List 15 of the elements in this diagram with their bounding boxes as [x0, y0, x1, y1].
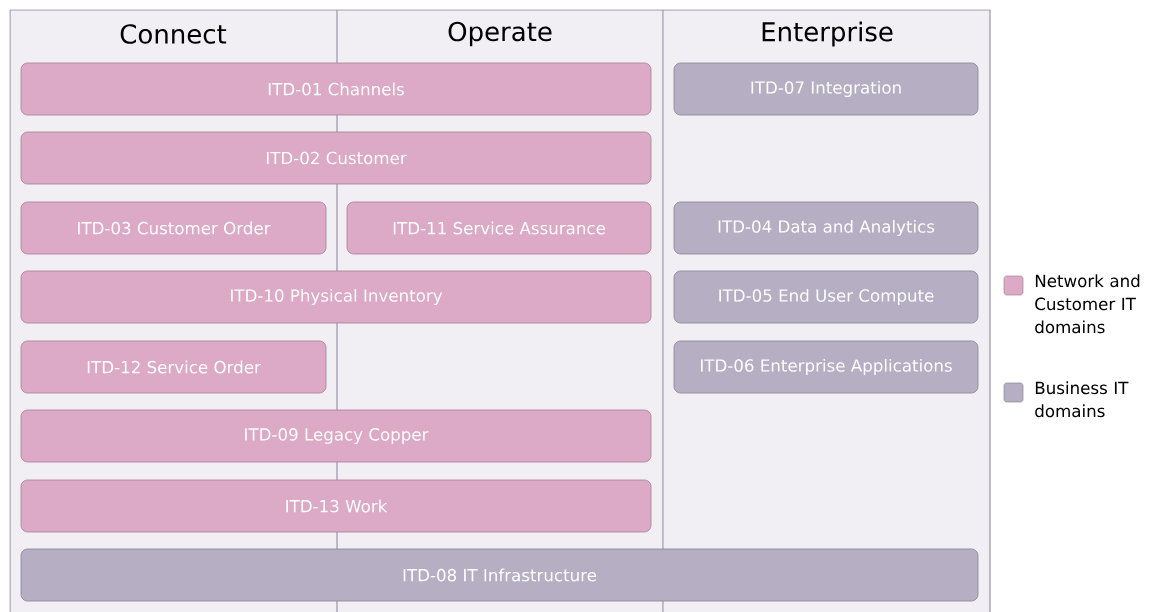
domain-box: ITD-08 IT Infrastructure: [20, 548, 979, 602]
domain-box: ITD-03 Customer Order: [20, 201, 327, 255]
domain-box: ITD-01 Channels: [20, 62, 652, 116]
domain-box: ITD-10 Physical Inventory: [20, 270, 652, 324]
domain-box: ITD-13 Work: [20, 479, 652, 533]
domain-box: ITD-06 Enterprise Applications: [673, 340, 979, 394]
domain-box: ITD-05 End User Compute: [673, 270, 979, 324]
domain-box: ITD-04 Data and Analytics: [673, 201, 979, 255]
domain-box: ITD-11 Service Assurance: [346, 201, 652, 255]
legend-label: Network and Customer IT domains: [1035, 274, 1140, 334]
legend-label: Business IT domains: [1035, 381, 1129, 418]
domain-box: ITD-12 Service Order: [20, 340, 327, 394]
domain-box: ITD-09 Legacy Copper: [20, 409, 652, 463]
domain-box: ITD-07 Integration: [673, 62, 979, 116]
domain-box: ITD-02 Customer: [20, 131, 652, 185]
